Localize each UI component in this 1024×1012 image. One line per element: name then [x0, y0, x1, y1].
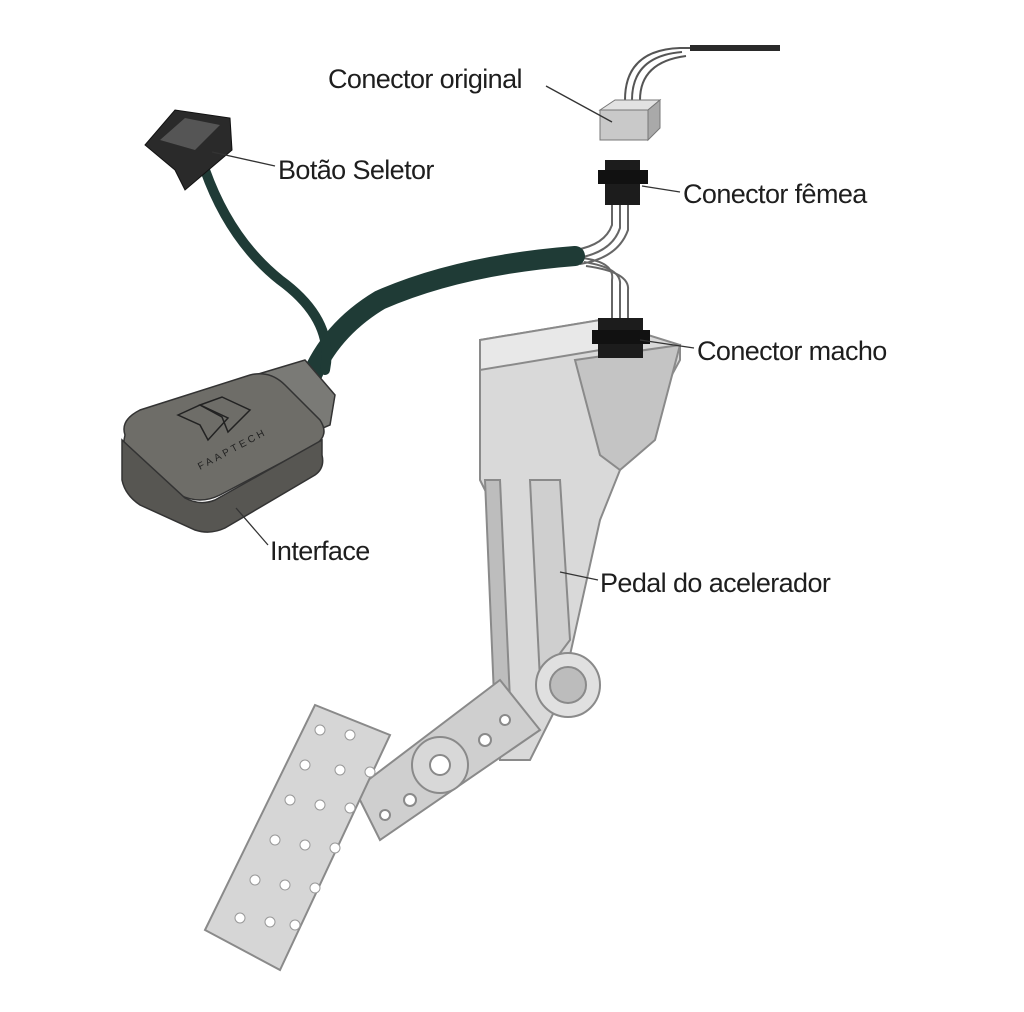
label-pedal: Pedal do acelerador	[600, 568, 831, 598]
selector-cable	[200, 165, 332, 375]
original-connector	[598, 98, 662, 142]
label-conector-femea: Conector fêmea	[683, 179, 867, 209]
leader-lines	[211, 85, 695, 581]
female-connector	[598, 160, 648, 205]
label-interface: Interface	[270, 536, 370, 566]
male-connector	[592, 318, 650, 358]
selector-button	[144, 109, 233, 191]
accelerator-pedal	[203, 318, 682, 972]
interface-module	[121, 359, 336, 533]
original-wires	[624, 47, 780, 101]
label-conector-original: Conector original	[328, 64, 523, 94]
label-botao-seletor: Botão Seletor	[278, 155, 434, 185]
label-conector-macho: Conector macho	[697, 336, 887, 366]
